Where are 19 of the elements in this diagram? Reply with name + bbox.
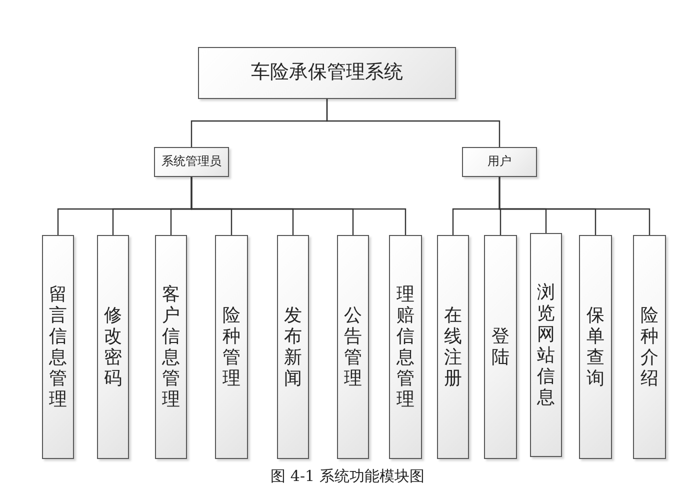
- module-box: 客户信息管理: [155, 235, 187, 459]
- module-box: 公告管理: [337, 235, 369, 459]
- module-box: 在线注册: [437, 235, 469, 459]
- module-box: 险种管理: [215, 235, 248, 459]
- system-box: 车险承保管理系统: [198, 47, 456, 99]
- module-box: 发布新闻: [277, 235, 309, 459]
- connector-line: [190, 177, 406, 235]
- module-box: 保单查询: [579, 235, 612, 459]
- module-box: 登陆: [484, 235, 517, 459]
- role-box: 系统管理员: [154, 147, 229, 177]
- module-box: 留言信息管理: [42, 235, 74, 459]
- connector-line: [498, 177, 650, 235]
- module-box: 理赔信息管理: [389, 235, 422, 459]
- role-box: 用户: [462, 147, 537, 177]
- module-box: 险种介绍: [633, 235, 666, 459]
- module-box: 修改密码: [97, 235, 129, 459]
- figure-caption: 图 4-1 系统功能模块图: [270, 467, 424, 485]
- module-box: 浏览网站信息: [530, 233, 562, 457]
- connector-line: [326, 99, 500, 147]
